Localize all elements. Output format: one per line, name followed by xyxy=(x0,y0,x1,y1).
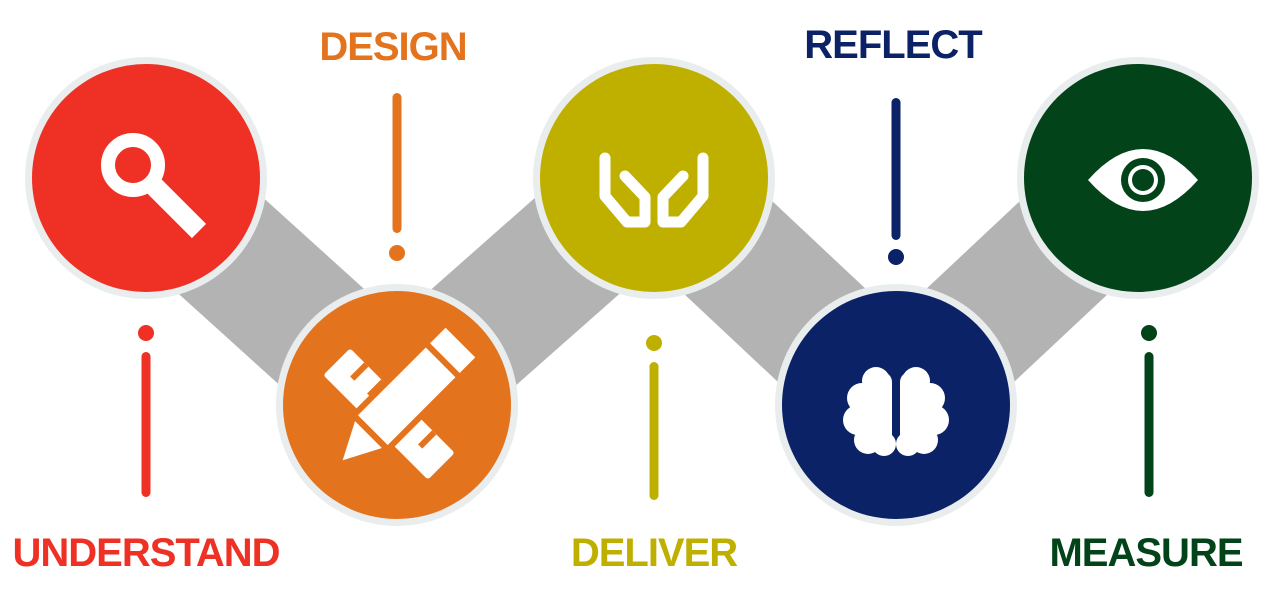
step-reflect-circle xyxy=(782,291,1010,519)
step-design: DESIGN xyxy=(276,25,518,526)
open-hands-icon xyxy=(599,152,709,228)
step-reflect-label: REFLECT xyxy=(804,23,982,67)
brain-icon xyxy=(843,367,949,456)
step-design-label: DESIGN xyxy=(319,25,466,69)
step-measure: MEASURE xyxy=(1017,57,1259,575)
measure-pin-stem xyxy=(1144,352,1154,497)
reflect-pin-dot xyxy=(888,249,904,265)
step-understand: UNDERSTAND xyxy=(12,57,281,575)
eye-icon xyxy=(1088,149,1198,211)
step-understand-label: UNDERSTAND xyxy=(12,531,279,575)
pencil-ruler-icon xyxy=(324,319,484,479)
step-deliver-circle xyxy=(540,64,768,292)
understand-pin-dot xyxy=(138,325,154,341)
measure-pin-dot xyxy=(1141,325,1157,341)
step-reflect: REFLECT xyxy=(775,23,1017,526)
step-deliver-label: DELIVER xyxy=(571,531,738,575)
deliver-pin-stem xyxy=(649,362,659,500)
step-deliver: DELIVER xyxy=(533,57,775,575)
magnifying-glass-icon xyxy=(101,133,207,239)
understand-pin-stem xyxy=(141,352,151,497)
deliver-pin-dot xyxy=(646,335,662,351)
reflect-pin-stem xyxy=(891,98,901,240)
design-pin-dot xyxy=(389,245,405,261)
step-measure-label: MEASURE xyxy=(1049,531,1242,575)
design-pin-stem xyxy=(392,93,402,233)
